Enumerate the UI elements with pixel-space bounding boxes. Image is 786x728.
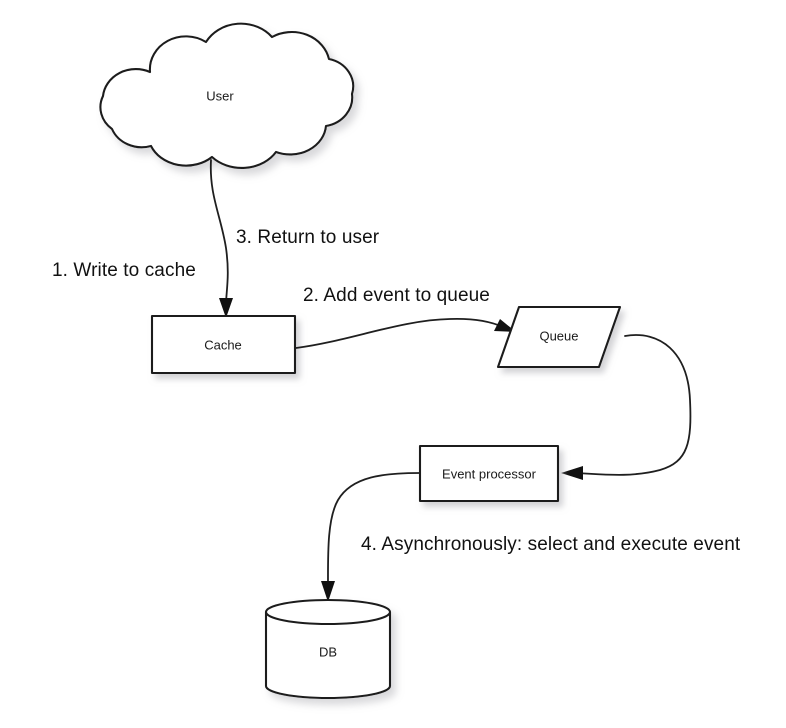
node-label-event-processor: Event processor — [442, 466, 537, 481]
edge-user-to-cache-path — [209, 159, 229, 306]
edge-processor-to-db-path — [327, 472, 420, 589]
edge-queue-to-processor-arrowhead — [561, 466, 583, 480]
edge-cache-to-queue[interactable] — [295, 317, 516, 349]
cache-box-shape — [150, 314, 297, 375]
edge-queue-to-processor-path — [574, 334, 692, 476]
step-label-4: 4. Asynchronously: select and execute ev… — [361, 534, 741, 555]
node-label-db: DB — [319, 644, 337, 659]
node-db[interactable]: DB — [264, 598, 392, 700]
node-event-processor[interactable]: Event processor — [418, 444, 560, 503]
edge-user-to-cache[interactable] — [209, 159, 233, 318]
node-cache[interactable]: Cache — [150, 314, 297, 375]
edge-cache-to-queue-path — [295, 317, 504, 349]
edge-processor-to-db-arrowhead — [321, 581, 335, 602]
node-label-user: User — [206, 88, 234, 103]
node-label-cache: Cache — [204, 337, 242, 352]
queue-parallelogram-shape — [496, 305, 622, 369]
node-user[interactable]: User — [99, 22, 355, 169]
edge-user-to-cache-arrowhead — [219, 298, 233, 318]
step-label-3: 3. Return to user — [236, 227, 380, 248]
node-queue[interactable]: Queue — [496, 305, 622, 369]
event-processor-box-shape — [418, 444, 560, 503]
step-label-2: 2. Add event to queue — [303, 285, 490, 306]
step-label-1: 1. Write to cache — [52, 260, 196, 281]
db-cylinder-shape — [264, 598, 392, 700]
node-label-queue: Queue — [539, 328, 578, 343]
edge-queue-to-processor[interactable] — [561, 334, 692, 480]
user-cloud-shape — [99, 22, 355, 169]
edge-processor-to-db[interactable] — [321, 472, 420, 602]
